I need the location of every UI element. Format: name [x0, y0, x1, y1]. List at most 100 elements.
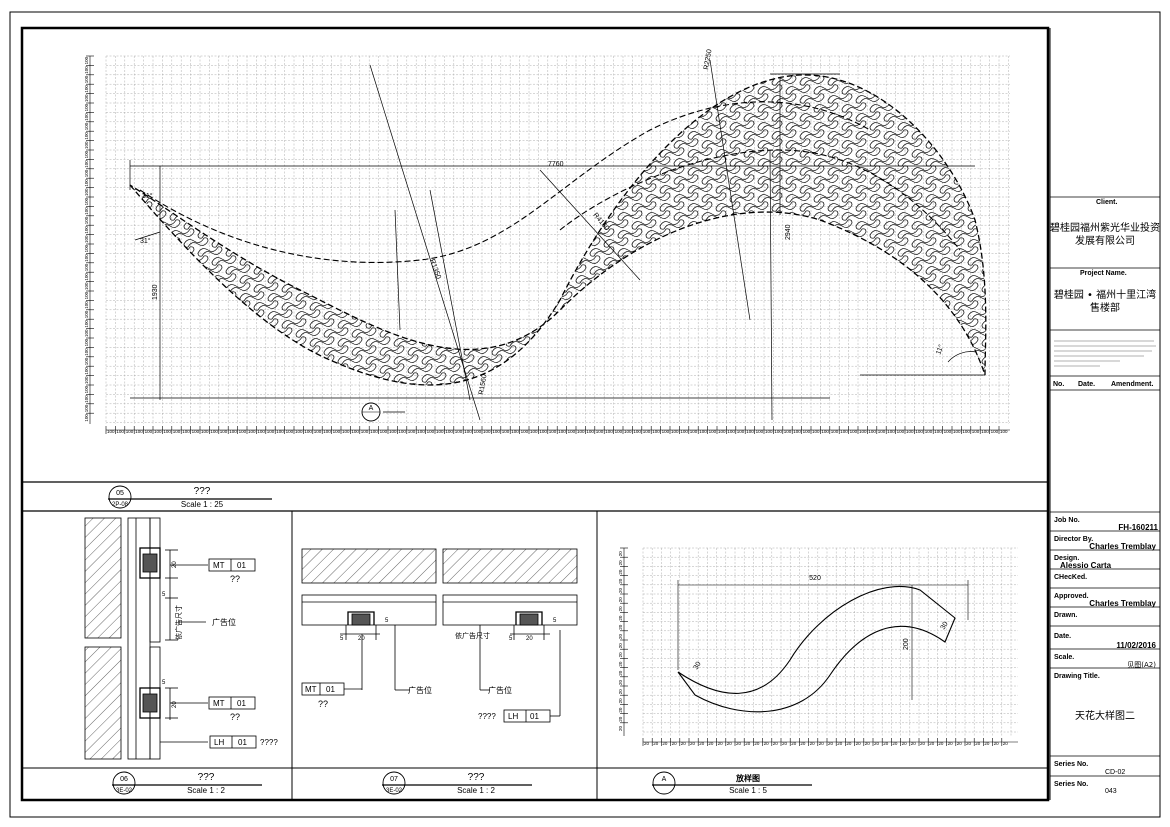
a-bottom-tick-label: 20	[920, 741, 926, 746]
left-tick-label: 100	[84, 179, 89, 187]
bottom-tick-label: 100	[229, 429, 237, 434]
da-dim200: 200	[903, 638, 910, 650]
bottom-tick-label: 100	[145, 429, 153, 434]
left-tick-label: 100	[84, 282, 89, 290]
title-07-name: ???	[468, 772, 485, 783]
drawing-frame	[20, 26, 1050, 802]
left-tick-label: 100	[84, 376, 89, 384]
left-tick-label: 100	[84, 273, 89, 281]
bottom-tick-label: 100	[333, 429, 341, 434]
left-tick-label: 100	[84, 56, 89, 64]
left-tick-label: 100	[84, 301, 89, 309]
main-plan-dimensions	[129, 59, 985, 421]
a-left-tick-label: 20	[618, 569, 623, 575]
bottom-tick-label: 100	[906, 429, 914, 434]
bottom-tick-label: 100	[182, 429, 190, 434]
bottom-tick-label: 100	[323, 429, 331, 434]
bottom-tick-label: 100	[727, 429, 735, 434]
approved-label: Approved.	[1054, 593, 1089, 600]
bottom-tick-label: 100	[502, 429, 510, 434]
left-tick-label: 100	[84, 291, 89, 299]
bottom-tick-label: 100	[746, 429, 754, 434]
bottom-tick-label: 100	[351, 429, 359, 434]
left-tick-label: 100	[84, 348, 89, 356]
outer-border	[9, 11, 1161, 818]
left-tick-label: 100	[84, 103, 89, 111]
bottom-tick-label: 100	[521, 429, 529, 434]
bottom-tick-label: 100	[370, 429, 378, 434]
bottom-tick-label: 100	[1000, 429, 1008, 434]
bottom-tick-label: 100	[756, 429, 764, 434]
bottom-tick-label: 100	[850, 429, 858, 434]
d07-ad-label1: 广告位	[408, 685, 432, 695]
title-block: Client. 碧桂园福州紫光华业投资 发展有限公司 Project Name.…	[1049, 28, 1160, 800]
a-bottom-tick-label: 20	[902, 741, 908, 746]
a-bottom-tick-label: 20	[938, 741, 944, 746]
bottom-tick-label: 100	[859, 429, 867, 434]
a-left-tick-label: 20	[618, 587, 623, 593]
dim-r1350: R1350	[428, 258, 442, 280]
title-05-scale: Scale 1 : 25	[181, 500, 224, 509]
d07-dim5d: 5	[553, 618, 557, 624]
bottom-tick-label: 100	[436, 429, 444, 434]
left-tick-label: 100	[84, 216, 89, 224]
drawn-label: Drawn.	[1054, 612, 1077, 619]
left-tick-label: 100	[84, 404, 89, 412]
bottom-tick-label: 100	[276, 429, 284, 434]
bottom-tick-label: 100	[455, 429, 463, 434]
a-left-tick-label: 20	[618, 615, 623, 621]
left-tick-label: 100	[84, 320, 89, 328]
bottom-tick-label: 100	[568, 429, 576, 434]
d06-ad-size: 依广告尺寸	[174, 605, 183, 640]
a-bottom-tick-label: 20	[846, 741, 852, 746]
d07-dim5b: 5	[385, 618, 389, 624]
title-06-num: 06	[120, 776, 128, 783]
bottom-tick-label: 100	[699, 429, 707, 434]
bottom-tick-label: 100	[586, 429, 594, 434]
d06-mt-code: MT	[213, 561, 225, 570]
a-bottom-tick-label: 20	[736, 741, 742, 746]
bottom-tick-label: 100	[981, 429, 989, 434]
dim-r1560: R1560	[478, 374, 488, 396]
bottom-tick-label: 100	[210, 429, 218, 434]
left-tick-label: 100	[84, 310, 89, 318]
bottom-tick-label: 100	[398, 429, 406, 434]
a-bottom-tick-label: 20	[782, 741, 788, 746]
a-bottom-tick-label: 20	[984, 741, 990, 746]
bottom-tick-label: 100	[427, 429, 435, 434]
angle-31: 31°	[140, 237, 151, 245]
bottom-tick-label: 100	[784, 429, 792, 434]
bottom-tick-label: 100	[624, 429, 632, 434]
project-name-line2: 售楼部	[1090, 301, 1120, 314]
bottom-tick-label: 100	[474, 429, 482, 434]
bottom-tick-label: 100	[116, 429, 124, 434]
d06-mt-q: ??	[230, 574, 240, 584]
dim-2940: 2940	[785, 224, 792, 240]
d06-dim5a: 5	[162, 592, 166, 598]
bottom-tick-label: 100	[765, 429, 773, 434]
bottom-tick-label: 100	[380, 429, 388, 434]
d06-mt2-q: ??	[230, 712, 240, 722]
left-tick-label: 100	[84, 85, 89, 93]
detail-07	[301, 548, 578, 723]
bottom-tick-label: 100	[953, 429, 961, 434]
title-a: A 放样图 Scale 1 : 5	[652, 771, 812, 795]
bottom-tick-label: 100	[173, 429, 181, 434]
da-dim30a: 30	[693, 661, 703, 671]
a-bottom-tick-label: 20	[828, 741, 834, 746]
d07-dim20a: 20	[358, 636, 365, 642]
d07-lh-num: 01	[530, 712, 539, 721]
left-tick-label: 100	[84, 329, 89, 337]
a-bottom-tick-label: 20	[975, 741, 981, 746]
bottom-tick-label: 100	[417, 429, 425, 434]
bottom-tick-label: 100	[878, 429, 886, 434]
bottom-tick-label: 100	[361, 429, 369, 434]
a-left-tick-label: 20	[618, 560, 623, 566]
a-bottom-tick-label: 20	[681, 741, 687, 746]
left-tick-label: 100	[84, 263, 89, 271]
bottom-tick-label: 100	[304, 429, 312, 434]
left-tick-label: 100	[84, 367, 89, 375]
title-06-scale: Scale 1 : 2	[187, 786, 225, 795]
a-left-tick-label: 20	[618, 689, 623, 695]
